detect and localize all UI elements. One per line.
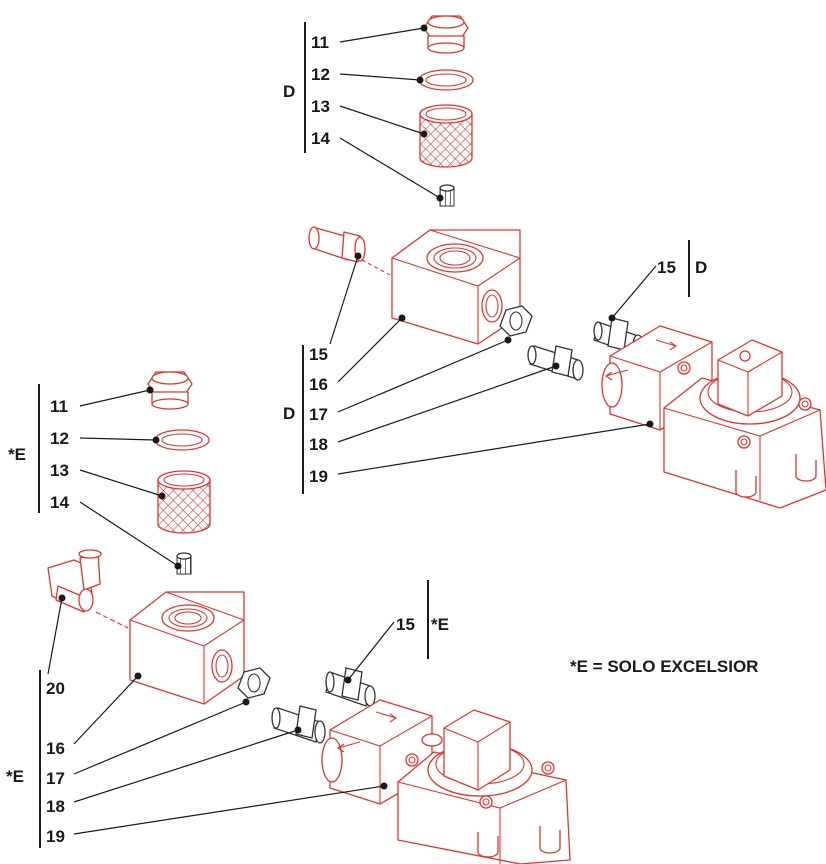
filter-part-13-lower (157, 470, 211, 534)
valve-part-19-lower (321, 699, 571, 864)
lower-assembly (47, 371, 571, 864)
upper-assembly (308, 15, 826, 509)
callout-11: 11 (50, 397, 68, 416)
callout-group-lower-right: 15 *E (344, 580, 449, 684)
oring-part-12 (418, 69, 474, 91)
callout-12: 12 (50, 429, 69, 448)
callout-group-upper-mid: D 15 16 17 18 19 (283, 252, 654, 494)
plug-part-11 (423, 15, 469, 54)
coupling-part-18-upper (527, 345, 584, 381)
nut-part-17-upper (499, 305, 533, 337)
callout-19: 19 (309, 467, 328, 486)
callout-18: 18 (309, 435, 328, 454)
group-letter: *E (431, 615, 449, 634)
screw-part-14-lower (176, 552, 192, 575)
block-part-16-upper (361, 229, 521, 345)
block-part-16-lower (129, 591, 245, 705)
callout-17: 17 (309, 405, 328, 424)
group-letter: *E (6, 767, 24, 786)
callout-13: 13 (311, 97, 330, 116)
callout-group-lower-top: *E 11 12 13 14 (8, 384, 182, 570)
callout-11: 11 (311, 33, 329, 52)
callout-17: 17 (46, 769, 65, 788)
callout-group-upper-top: D 11 12 13 14 (283, 22, 444, 202)
group-letter: D (283, 404, 295, 423)
callout-19: 19 (46, 827, 65, 846)
callout-15: 15 (309, 345, 328, 364)
callout-12: 12 (311, 65, 330, 84)
coupling-part-18-lower (271, 705, 326, 744)
fitting-part-15-lower (325, 667, 376, 707)
fitting-part-15-upper-left (308, 226, 366, 263)
elbow-part-20 (47, 549, 129, 629)
nut-part-17-lower (237, 667, 271, 699)
callout-group-lower-mid: *E 20 16 17 18 19 (6, 594, 388, 848)
callout-16: 16 (309, 375, 328, 394)
group-letter: D (283, 82, 295, 101)
screw-part-14 (439, 184, 455, 207)
callout-15: 15 (396, 615, 415, 634)
filter-part-13 (419, 104, 473, 168)
callout-18: 18 (46, 797, 65, 816)
callout-13: 13 (50, 461, 69, 480)
plug-part-11-lower (147, 371, 193, 410)
callout-14: 14 (50, 493, 69, 512)
group-letter: *E (8, 445, 26, 464)
valve-part-19-upper (601, 325, 826, 509)
callout-group-upper-right: 15 D (608, 240, 707, 322)
callout-16: 16 (46, 739, 65, 758)
footnote-legend: *E = SOLO EXCELSIOR (570, 657, 758, 676)
oring-part-12-lower (154, 429, 210, 451)
group-letter: D (695, 258, 707, 277)
callout-20: 20 (46, 679, 65, 698)
callout-15: 15 (657, 258, 676, 277)
callout-14: 14 (311, 129, 330, 148)
